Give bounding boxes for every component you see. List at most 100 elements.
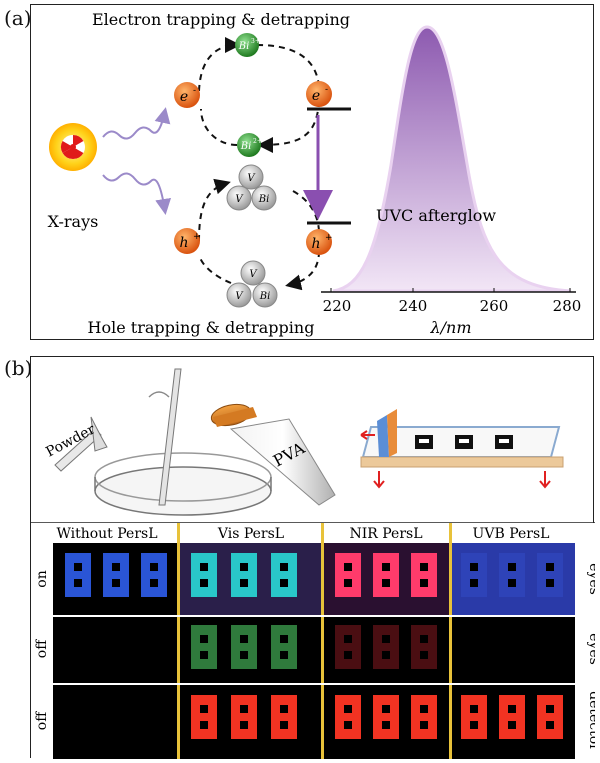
dashed-arrow bbox=[256, 44, 320, 88]
panel-b-diagram: Powder PVA bbox=[31, 368, 600, 759]
column-header-vis: Vis PersL bbox=[217, 526, 284, 542]
sample-film bbox=[461, 695, 487, 739]
column-header-nir: NIR PersL bbox=[349, 526, 422, 542]
svg-text:V: V bbox=[235, 291, 244, 302]
sample-film-hole bbox=[200, 651, 208, 659]
svg-text:-: - bbox=[325, 85, 328, 95]
svg-text:h: h bbox=[179, 235, 188, 251]
svg-text:Bi: Bi bbox=[259, 291, 271, 302]
sample-film-hole bbox=[420, 651, 428, 659]
dashed-arrow bbox=[200, 108, 238, 146]
sample-film bbox=[373, 625, 399, 669]
row-label-on: on bbox=[34, 570, 50, 587]
column-header-without: Without PersL bbox=[56, 526, 157, 542]
sample-film-hole bbox=[344, 579, 352, 587]
svg-text:-: - bbox=[193, 86, 196, 96]
sample-film-hole bbox=[344, 635, 352, 643]
sample-film bbox=[271, 625, 297, 669]
electron-trapping-title: Electron trapping & detrapping bbox=[92, 10, 350, 29]
sample-film-hole bbox=[382, 705, 390, 713]
right-label-detector: detector bbox=[586, 691, 595, 751]
sample-film bbox=[335, 553, 361, 597]
sample-film-hole bbox=[150, 563, 158, 571]
sample-film-hole bbox=[280, 635, 288, 643]
svg-text:V: V bbox=[247, 173, 256, 184]
panel-b-label: (b) bbox=[4, 356, 33, 380]
sample-film bbox=[373, 695, 399, 739]
electron-right: e - bbox=[306, 81, 332, 107]
sample-film-hole bbox=[546, 563, 554, 571]
sample-film-hole bbox=[240, 651, 248, 659]
sample-film bbox=[271, 553, 297, 597]
defect-cluster-bottom: V V Bi bbox=[226, 260, 278, 308]
sample-film bbox=[231, 625, 257, 669]
sample-film-hole bbox=[420, 705, 428, 713]
sample-film bbox=[191, 553, 217, 597]
petri-dish bbox=[94, 452, 272, 516]
xray-wave-arrow bbox=[102, 172, 172, 215]
right-label-eyes: eyes bbox=[586, 563, 595, 595]
svg-text:3+: 3+ bbox=[251, 38, 260, 45]
hole-trapping-title: Hole trapping & detrapping bbox=[88, 318, 315, 337]
sample-film-hole bbox=[240, 563, 248, 571]
sample-film bbox=[499, 695, 525, 739]
sample-film bbox=[141, 553, 167, 597]
sample-film-hole bbox=[344, 563, 352, 571]
stirring-rod bbox=[148, 368, 182, 506]
sample-film-hole bbox=[200, 579, 208, 587]
sample-film-hole bbox=[382, 635, 390, 643]
svg-text:Bi: Bi bbox=[238, 41, 250, 52]
sample-film-hole bbox=[344, 705, 352, 713]
right-label-eyes: eyes bbox=[586, 633, 595, 665]
sample-film-hole bbox=[470, 579, 478, 587]
dashed-arrow bbox=[285, 250, 320, 291]
svg-text:+: + bbox=[325, 233, 333, 243]
sample-film bbox=[231, 553, 257, 597]
svg-text:2+: 2+ bbox=[253, 138, 262, 145]
sample-film-hole bbox=[112, 563, 120, 571]
sample-film-hole bbox=[470, 721, 478, 729]
sample-film-hole bbox=[344, 651, 352, 659]
sample-film-hole bbox=[546, 705, 554, 713]
sample-film bbox=[537, 553, 563, 597]
sample-film-hole bbox=[420, 721, 428, 729]
svg-text:e: e bbox=[312, 88, 320, 104]
sample-film-hole bbox=[74, 563, 82, 571]
dashed-arrow bbox=[198, 37, 241, 92]
sample-film-hole bbox=[420, 579, 428, 587]
film-apparatus bbox=[360, 409, 564, 489]
sample-film-hole bbox=[240, 635, 248, 643]
sample-film-hole bbox=[280, 721, 288, 729]
sample-film-hole bbox=[280, 705, 288, 713]
sample-film-hole bbox=[200, 563, 208, 571]
sample-film-hole bbox=[382, 651, 390, 659]
panel-b: Powder PVA bbox=[30, 356, 600, 759]
sample-film bbox=[191, 625, 217, 669]
sample-film bbox=[65, 553, 91, 597]
sample-film-hole bbox=[200, 721, 208, 729]
svg-text:h: h bbox=[311, 236, 320, 252]
sample-film-hole bbox=[200, 705, 208, 713]
sample-film-hole bbox=[200, 635, 208, 643]
x-tick-label: 240 bbox=[399, 297, 428, 315]
svg-text:V: V bbox=[249, 269, 258, 280]
persl-comparison-grid: Without PersL Vis PersL NIR PersL UVB Pe… bbox=[31, 522, 600, 759]
sample-film-hole bbox=[344, 721, 352, 729]
sample-film bbox=[191, 695, 217, 739]
row-label-off: off bbox=[34, 711, 50, 730]
sample-film bbox=[373, 553, 399, 597]
sample-film-hole bbox=[508, 563, 516, 571]
sample-film-hole bbox=[240, 579, 248, 587]
sample-film-hole bbox=[382, 563, 390, 571]
sample-film-hole bbox=[280, 563, 288, 571]
sample-film-hole bbox=[382, 579, 390, 587]
sample-film-hole bbox=[470, 563, 478, 571]
bi3-ion: Bi 3+ bbox=[235, 33, 260, 57]
sample-film bbox=[335, 695, 361, 739]
svg-text:e: e bbox=[180, 89, 188, 105]
sample-film-hole bbox=[280, 579, 288, 587]
column-header-uvb: UVB PersL bbox=[473, 526, 550, 542]
uvc-spectrum bbox=[332, 25, 572, 293]
sample-film-hole bbox=[420, 563, 428, 571]
sample-film-hole bbox=[546, 579, 554, 587]
